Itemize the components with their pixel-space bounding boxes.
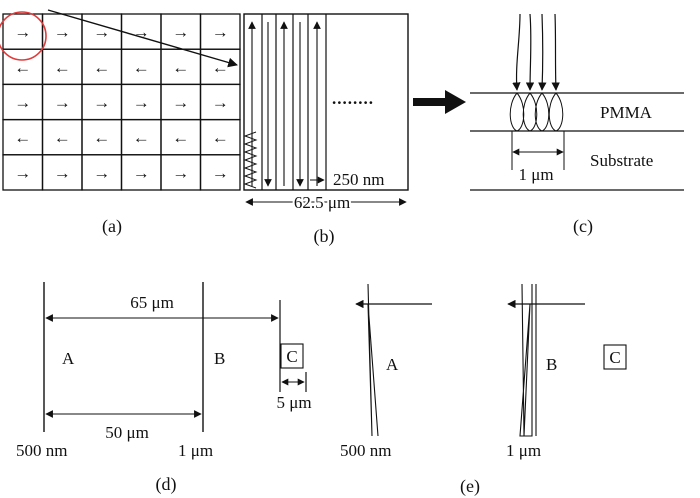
right-arrow-icon: → [172, 23, 189, 42]
right-arrow-icon: → [93, 93, 110, 112]
right-arrow-icon: → [54, 93, 71, 112]
right-arrow-icon: → [54, 23, 71, 42]
left-arrow-icon: ← [14, 128, 31, 147]
label-b: B [214, 349, 225, 368]
caption-c: (c) [573, 216, 593, 237]
label-c-box [280, 343, 304, 369]
right-arrow-icon: → [172, 163, 189, 182]
right-arrow-icon: → [14, 93, 31, 112]
right-arrow-icon: → [212, 93, 229, 112]
electron-beams [512, 13, 560, 91]
left-arrow-icon: ← [172, 128, 189, 147]
grid-cell [199, 154, 241, 191]
right-arrow-icon: → [172, 93, 189, 112]
right-arrow-icon: → [133, 163, 150, 182]
caption-a: (a) [102, 216, 122, 237]
label-a: A [62, 349, 75, 368]
right-arrow-icon: → [14, 23, 31, 42]
substrate-label: Substrate [590, 151, 653, 170]
right-arrow-icon: → [212, 163, 229, 182]
size-label-1um: 1 μm [178, 441, 213, 460]
size-label-500nm: 500 nm [16, 441, 67, 460]
right-arrow-icon: → [14, 163, 31, 182]
left-arrow-icon: ← [14, 58, 31, 77]
highlight-circle [0, 11, 47, 61]
size-e-1um: 1 μm [506, 441, 541, 460]
left-arrow-icon: ← [133, 128, 150, 147]
pmma-label: PMMA [600, 103, 653, 122]
left-arrow-icon: ← [54, 58, 71, 77]
right-arrow-icon: → [54, 163, 71, 182]
caption-b: (b) [314, 226, 335, 247]
size-e-500nm: 500 nm [340, 441, 391, 460]
left-arrow-icon: ← [93, 58, 110, 77]
transfer-arrow [413, 90, 466, 114]
right-arrow-icon: → [133, 23, 150, 42]
panel-e: A 500 nm B 1 μm C (e) [340, 283, 627, 497]
scan-path-a [367, 283, 379, 437]
dimension-65-label: 65 μm [130, 293, 174, 312]
arrow-grid: →→→→→→←←←←←←→→→→→→←←←←←←→→→→→→ [2, 13, 241, 191]
zigzag-scan [243, 131, 258, 189]
left-arrow-icon: ← [133, 58, 150, 77]
exposure-loops [509, 92, 564, 132]
label-e-c-box [603, 344, 627, 370]
right-arrow-icon: → [93, 163, 110, 182]
continuation-dots: ........ [332, 89, 374, 108]
panel-c: 1 μm PMMA Substrate (c) [470, 13, 684, 237]
left-arrow-icon: ← [212, 58, 229, 77]
label-e-a: A [386, 355, 399, 374]
zoom-line [47, 9, 238, 68]
scan-path-b [519, 283, 533, 437]
label-c: C [286, 347, 297, 366]
caption-e: (e) [460, 476, 480, 497]
left-arrow-icon: ← [172, 58, 189, 77]
pitch-label: 250 nm [333, 170, 384, 189]
label-e-b: B [546, 355, 557, 374]
dimension-5-label: 5 μm [276, 393, 311, 412]
caption-d: (d) [156, 474, 177, 495]
left-arrow-icon: ← [93, 128, 110, 147]
dimension-50-label: 50 μm [105, 423, 149, 442]
spot-label: 1 μm [518, 165, 553, 184]
panel-d: 65 μm 50 μm A B C 5 μm 500 nm 1 μm (d) [16, 282, 312, 495]
left-arrow-icon: ← [54, 128, 71, 147]
label-e-c: C [609, 348, 620, 367]
width-label: 62.5 μm [294, 193, 350, 212]
right-arrow-icon: → [133, 93, 150, 112]
panel-a: →→→→→→←←←←←←→→→→→→←←←←←←→→→→→→ (a) [0, 9, 241, 237]
left-arrow-icon: ← [212, 128, 229, 147]
panel-b: ........ 250 nm 62.5 μm (b) [243, 13, 409, 247]
right-arrow-icon: → [212, 23, 229, 42]
